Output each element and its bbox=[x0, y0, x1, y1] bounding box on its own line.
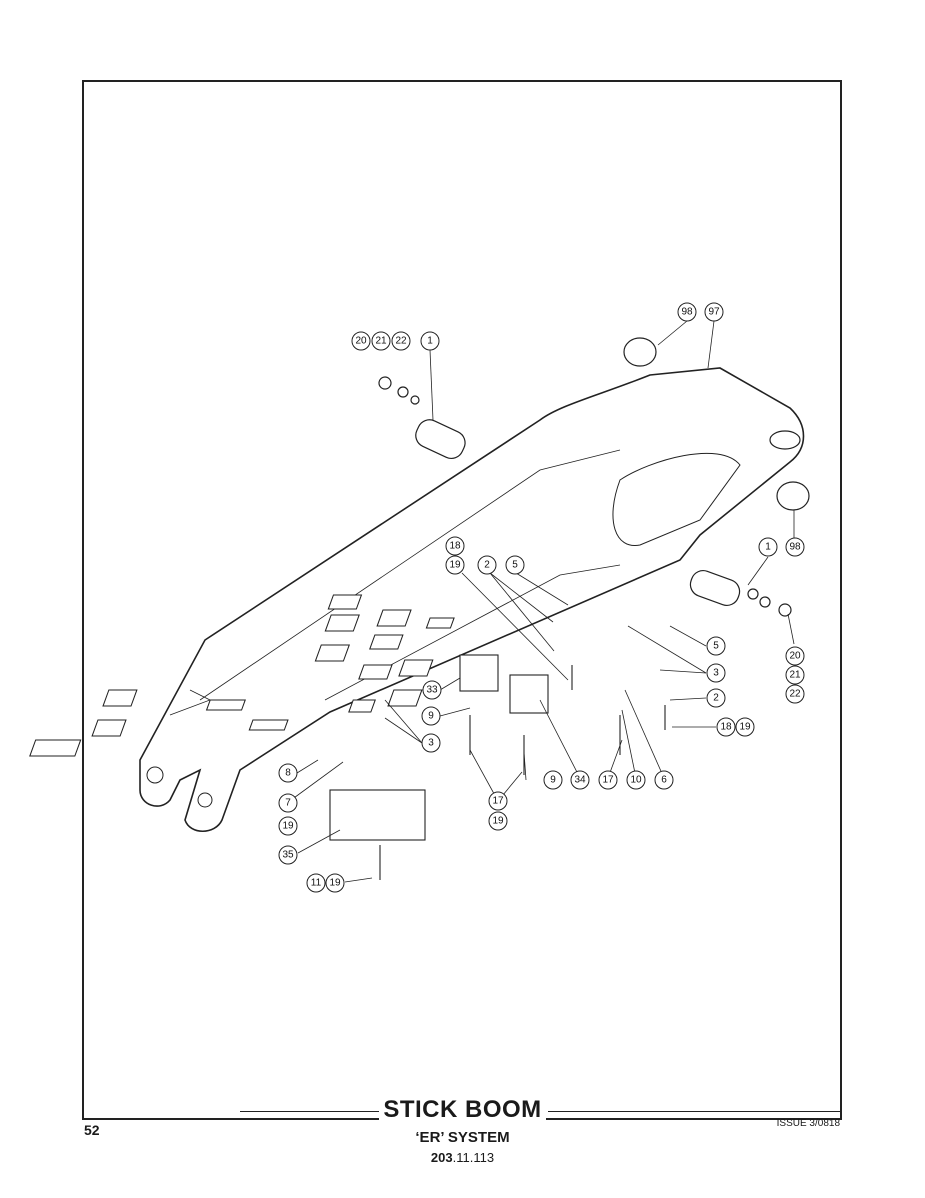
callout-label: 9 bbox=[550, 775, 556, 786]
page-title: STICK BOOM bbox=[0, 1096, 925, 1124]
callout-22: 22 bbox=[391, 331, 411, 351]
callout-label: 19 bbox=[329, 878, 341, 889]
callout-34: 34 bbox=[570, 770, 590, 790]
callout-label: 20 bbox=[355, 336, 367, 347]
callout-9: 9 bbox=[543, 770, 563, 790]
callout-1: 1 bbox=[420, 331, 440, 351]
callout-label: 21 bbox=[375, 336, 387, 347]
callout-17: 17 bbox=[598, 770, 618, 790]
callout-label: 5 bbox=[512, 560, 518, 571]
callout-label: 20 bbox=[789, 651, 801, 662]
callout-label: 97 bbox=[708, 307, 720, 318]
leader-lines bbox=[286, 320, 795, 883]
callout-21: 21 bbox=[371, 331, 391, 351]
callout-label: 1 bbox=[427, 336, 433, 347]
callout-label: 33 bbox=[426, 685, 438, 696]
callout-35: 35 bbox=[278, 845, 298, 865]
callout-label: 17 bbox=[602, 775, 614, 786]
callout-33: 33 bbox=[422, 680, 442, 700]
callout-label: 8 bbox=[285, 768, 291, 779]
callout-20: 20 bbox=[351, 331, 371, 351]
callout-label: 22 bbox=[395, 336, 407, 347]
callout-label: 19 bbox=[282, 821, 294, 832]
callout-22: 22 bbox=[785, 684, 805, 704]
callout-label: 6 bbox=[661, 775, 667, 786]
callout-label: 17 bbox=[492, 796, 504, 807]
callout-label: 11 bbox=[311, 878, 322, 889]
callout-label: 3 bbox=[428, 738, 434, 749]
callout-label: 21 bbox=[789, 670, 801, 681]
callout-label: 34 bbox=[574, 775, 586, 786]
callout-97: 97 bbox=[704, 302, 724, 322]
part-callouts: 98 97 20 21 22 1 1 98 18 19 2 5 5 3 2 20… bbox=[278, 302, 805, 893]
callout-18: 18 bbox=[445, 536, 465, 556]
callout-label: 35 bbox=[282, 850, 294, 861]
callout-7: 7 bbox=[278, 793, 298, 813]
callout-3: 3 bbox=[706, 663, 726, 683]
callout-19: 19 bbox=[278, 816, 298, 836]
callout-19: 19 bbox=[735, 717, 755, 737]
callout-2: 2 bbox=[477, 555, 497, 575]
callout-21: 21 bbox=[785, 665, 805, 685]
callout-5: 5 bbox=[505, 555, 525, 575]
callout-11: 11 bbox=[306, 873, 326, 893]
callout-label: 19 bbox=[492, 816, 504, 827]
title-rule-left bbox=[240, 1111, 380, 1112]
title-rule-right bbox=[548, 1111, 842, 1112]
document-number: 203.11.113 bbox=[430, 1150, 495, 1165]
callout-10: 10 bbox=[626, 770, 646, 790]
callout-label: 2 bbox=[484, 560, 490, 571]
callout-19: 19 bbox=[488, 811, 508, 831]
callout-label: 9 bbox=[428, 711, 434, 722]
callout-3: 3 bbox=[421, 733, 441, 753]
callout-20: 20 bbox=[785, 646, 805, 666]
callout-1: 1 bbox=[758, 537, 778, 557]
callout-9: 9 bbox=[421, 706, 441, 726]
callout-18: 18 bbox=[716, 717, 736, 737]
page-number: 52 bbox=[84, 1122, 100, 1138]
callout-label: 10 bbox=[630, 775, 642, 786]
callout-98: 98 bbox=[785, 537, 805, 557]
callout-label: 19 bbox=[739, 722, 751, 733]
callout-label: 19 bbox=[449, 560, 461, 571]
issue-label: ISSUE 3/0818 bbox=[776, 1118, 840, 1129]
callout-19: 19 bbox=[445, 555, 465, 575]
stick-boom-body bbox=[139, 367, 805, 833]
page-subtitle: ‘ER’ SYSTEM bbox=[415, 1129, 510, 1146]
callout-6: 6 bbox=[654, 770, 674, 790]
callout-label: 1 bbox=[765, 542, 771, 553]
callout-8: 8 bbox=[278, 763, 298, 783]
callout-2: 2 bbox=[706, 688, 726, 708]
callout-17: 17 bbox=[488, 791, 508, 811]
callout-label: 5 bbox=[713, 641, 719, 652]
callout-label: 3 bbox=[713, 668, 719, 679]
callout-label: 18 bbox=[720, 722, 732, 733]
callout-19: 19 bbox=[325, 873, 345, 893]
clamps-and-blocks bbox=[29, 594, 549, 841]
callout-label: 2 bbox=[713, 693, 719, 704]
bolts bbox=[379, 665, 666, 880]
callout-label: 18 bbox=[449, 541, 461, 552]
callout-5: 5 bbox=[706, 636, 726, 656]
callout-98: 98 bbox=[677, 302, 697, 322]
callout-label: 7 bbox=[285, 798, 291, 809]
callout-label: 22 bbox=[789, 689, 801, 700]
callout-label: 98 bbox=[789, 542, 801, 553]
callout-label: 98 bbox=[681, 307, 693, 318]
pins-and-bushings bbox=[378, 337, 810, 617]
